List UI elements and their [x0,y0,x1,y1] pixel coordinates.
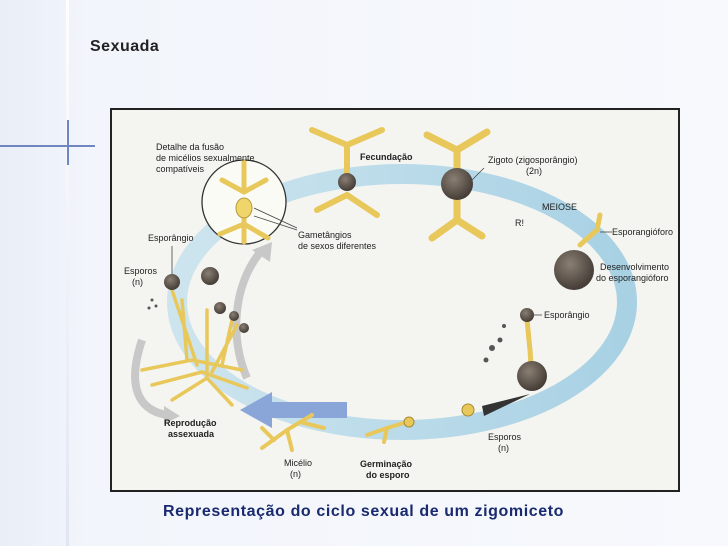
mature-mycelium [140,288,249,407]
gametangia-pointer-2 [253,215,298,231]
label-sporangiophore: Esporangióforo [612,227,673,237]
label-zygote-2: (2n) [526,166,542,176]
detail-hypha [217,159,271,245]
left-spore-dot-3 [147,306,151,310]
germinating-spore [365,420,409,444]
left-sporangium-3 [214,302,226,314]
spore-dot-3 [483,357,489,363]
label-spores-right-2: (n) [498,443,509,453]
label-development-2: do esporangióforo [596,273,669,283]
zygosporangium [441,168,473,200]
young-mycelium [260,413,326,452]
fecundation-spore [338,173,356,191]
label-germination-2: do esporo [366,470,410,480]
left-spore-dot-1 [150,298,154,302]
ring-spore [461,403,475,417]
label-mycelium-2: (n) [290,469,301,479]
decorative-horizontal-line [0,145,95,147]
zygomycete-cycle-figure: Detalhe da fusão de micélios sexualmente… [110,108,680,492]
spore-dot-2 [497,337,503,343]
left-sporangium-2 [201,267,219,285]
label-spores-left-2: (n) [132,277,143,287]
left-sporangium-5 [239,323,249,333]
developing-sporangium [554,250,594,290]
label-asexual-2: assexuada [168,429,215,439]
gametangia-pointer-1 [253,207,298,229]
label-sporangium-right: Esporângio [544,310,590,320]
left-sporangium-1 [164,274,180,290]
germination-spore-cell [403,416,415,428]
label-development-1: Desenvolvimento [600,262,669,272]
label-fecundation: Fecundação [360,152,413,162]
label-detail-3: compatíveis [156,164,205,174]
figure-caption: Representação do ciclo sexual de um zigo… [163,503,565,520]
asexual-arrow-top-head [252,242,272,262]
label-zygote-1: Zigoto (zigosporângio) [488,155,578,165]
spore-dot-4 [502,324,506,328]
left-spore-dot-2 [154,304,158,308]
germination-arrow [240,392,347,428]
label-gametangia-2: de sexos diferentes [298,241,377,251]
asexual-arrow-top [232,247,266,380]
label-asexual-1: Reprodução [164,418,217,428]
label-spores-left-1: Esporos [124,266,158,276]
label-germination-1: Germinação [360,459,413,469]
ring-spore-arrow [482,394,530,416]
asexual-arrow-bottom-head [164,406,180,424]
decorative-vertical-line [66,0,69,546]
label-spores-right-1: Esporos [488,432,522,442]
label-meiosis: MEIOSE [542,202,577,212]
asexual-arrow-bottom [131,338,168,419]
label-detail-2: de micélios sexualmente [156,153,255,163]
spore-dot-1 [489,345,495,351]
label-gametangia-1: Gametângios [298,230,352,240]
label-r: R! [515,218,524,228]
left-sporangium-4 [229,311,239,321]
sporangiophore-hypha [577,212,603,248]
zygote-pointer [471,167,485,181]
cycle-diagram: Detalhe da fusão de micélios sexualmente… [124,127,673,480]
mature-sporangium-base [517,361,547,391]
label-detail-1: Detalhe da fusão [156,142,224,152]
released-sporangium [520,308,534,322]
detail-gametangium [235,197,253,219]
label-sporangium-left: Esporângio [148,233,194,243]
slide-title: Sexuada [90,38,160,55]
decorative-cross-line [67,120,69,165]
zygote-hypha [423,128,491,242]
label-mycelium-1: Micélio [284,458,312,468]
